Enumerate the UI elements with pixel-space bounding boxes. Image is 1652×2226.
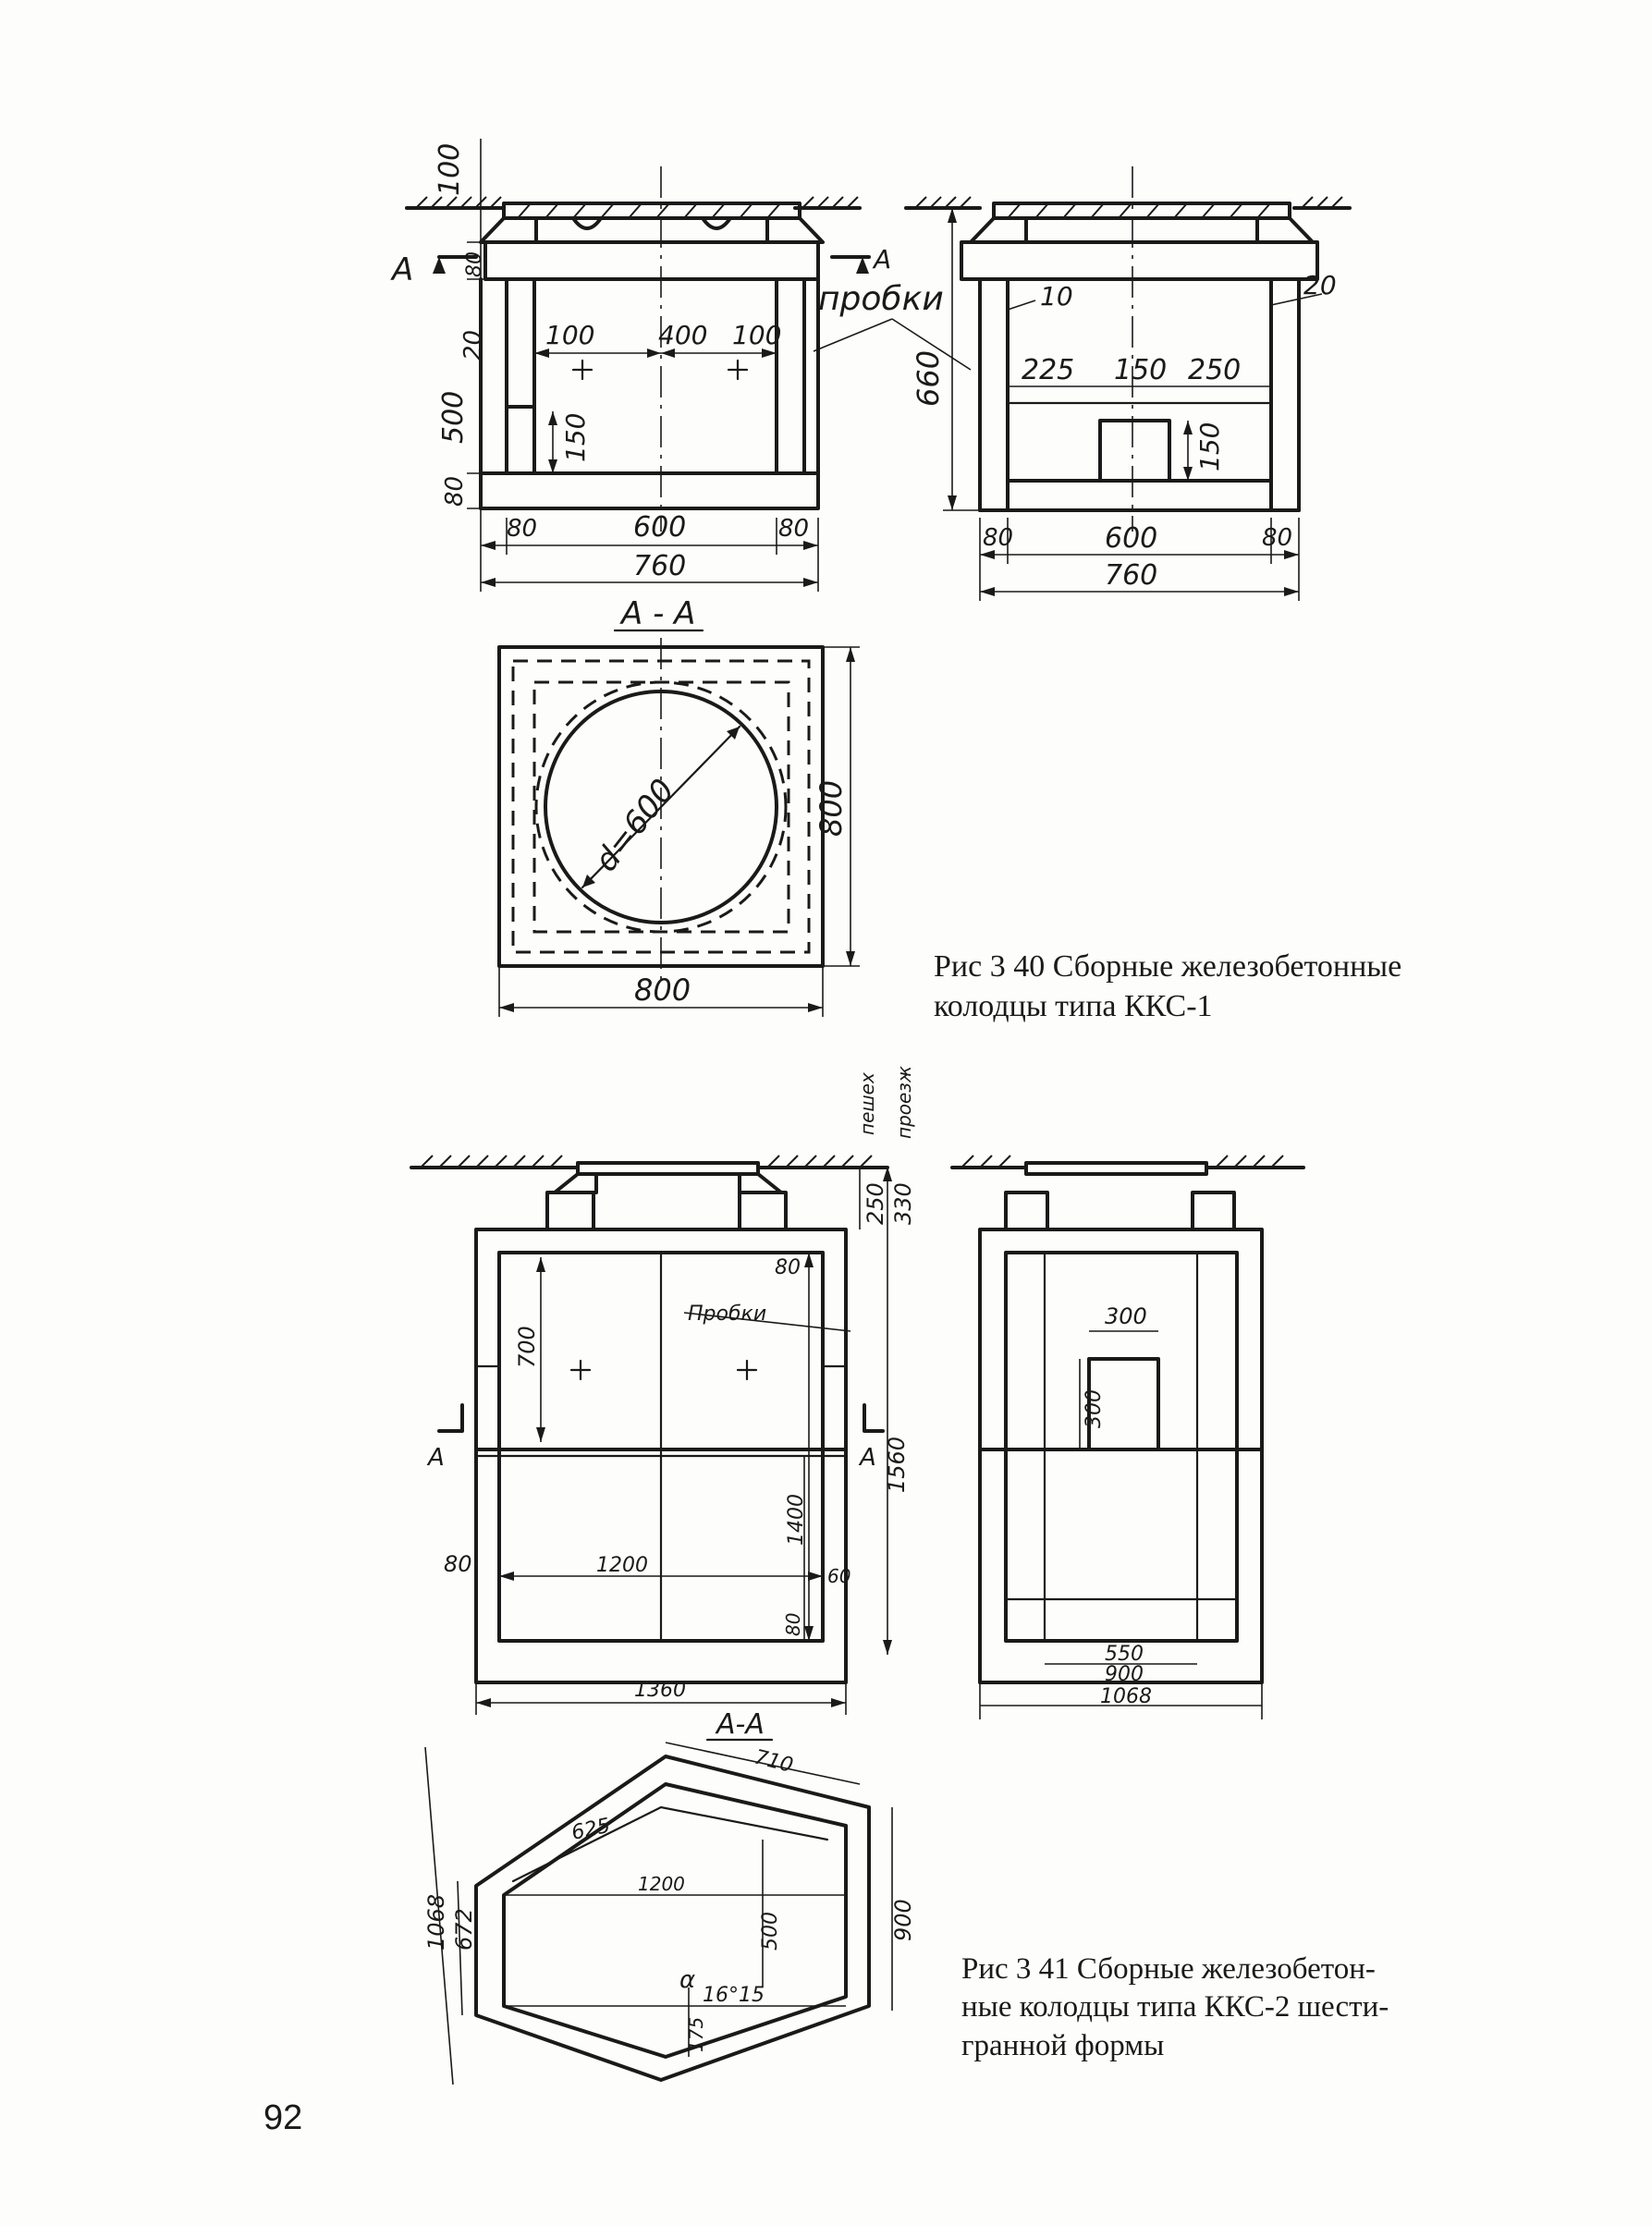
section-marker-a-right: А [858, 1444, 876, 1472]
dim-150-hole: 150 [560, 413, 591, 462]
dim-diameter: d=600 [588, 772, 682, 878]
dim-800-width: 800 [634, 972, 691, 1008]
dim-600-inner: 600 [633, 511, 686, 544]
dim-20-gap: 20 [1303, 270, 1337, 300]
caption-fig-340-line1: Рис 3 40 Сборные железобетонные [934, 949, 1402, 984]
dim-1400: 1400 [785, 1494, 808, 1546]
dim-800-height: 800 [814, 780, 849, 837]
dim-710: 710 [753, 1746, 796, 1778]
fig340-front-elevation: 100 80 А А 20 500 80 100 400 100 150 80 … [390, 139, 972, 592]
fig341-plan-section: А-А 710 625 1200 500 900 1068 672 175 α … [423, 1708, 916, 2085]
section-marker-a-right: А [872, 244, 891, 275]
dim-760-total: 760 [633, 550, 686, 582]
dim-500: 500 [759, 1912, 782, 1951]
fig341-side-elevation: 300 300 550 900 1068 [950, 1155, 1305, 1719]
dim-80-ring: 80 [463, 251, 486, 277]
label-vehicle: проезж [893, 1066, 915, 1139]
dim-500-height: 500 [437, 391, 470, 444]
dim-150: 150 [1114, 354, 1167, 386]
dim-1560: 1560 [884, 1437, 910, 1493]
dim-80-side-left: 80 [983, 524, 1013, 552]
dim-300-width: 300 [1105, 1303, 1147, 1329]
dim-400-span: 400 [658, 320, 707, 350]
dim-1360: 1360 [634, 1679, 686, 1702]
fig340-side-elevation: 660 10 20 225 150 250 150 80 600 80 760 [904, 166, 1352, 601]
dim-300-height: 300 [1083, 1389, 1106, 1428]
dim-1200: 1200 [596, 1554, 648, 1577]
dim-80-side-right: 80 [778, 515, 809, 543]
dim-1068: 1068 [423, 1894, 449, 1951]
dim-672: 672 [451, 1908, 477, 1951]
fig341-front-elevation: пешех проезж 250 330 80 700 Пробки А А 1… [410, 1066, 916, 1715]
dim-250: 250 [863, 1182, 888, 1225]
dim-330: 330 [890, 1182, 916, 1225]
dim-1200: 1200 [638, 1873, 685, 1895]
dim-angle: 16°15 [703, 1984, 765, 2007]
dim-80-side-left: 80 [507, 515, 537, 543]
label-alpha: α [679, 1966, 695, 1994]
caption-fig-340-line2: колодцы типа ККС-1 [934, 988, 1213, 1023]
dim-900: 900 [890, 1899, 916, 1941]
label-pedestrian: пешех [856, 1072, 878, 1135]
dim-225: 225 [1022, 354, 1074, 386]
dim-150-hole: 150 [1194, 422, 1225, 471]
dim-10-gap: 10 [1040, 281, 1073, 312]
dim-175: 175 [685, 2017, 707, 2052]
callout-probki: Пробки [688, 1303, 766, 1326]
dim-60: 60 [827, 1565, 850, 1587]
dim-250: 250 [1188, 354, 1241, 386]
dim-100-top: 100 [434, 143, 466, 196]
caption-fig-341: Рис 3 41 Сборные железобетон- ные колодц… [961, 1951, 1389, 2065]
page-number: 92 [263, 2098, 303, 2137]
section-marker-a-left: А [426, 1444, 445, 1472]
fig340-plan-section: А - А d=600 800 800 [497, 595, 860, 1017]
dim-1068: 1068 [1100, 1685, 1152, 1708]
section-label-a-a: А - А [619, 595, 695, 632]
dim-660-height: 660 [911, 350, 946, 407]
caption-fig-341-line3: гранной формы [961, 2028, 1165, 2062]
caption-fig-341-line1: Рис 3 41 Сборные железобетон- [961, 1952, 1376, 1986]
dim-550: 550 [1105, 1643, 1144, 1666]
section-label-a-a: А-А [715, 1708, 765, 1741]
dim-100-left-offset: 100 [545, 320, 594, 350]
dim-600-inner: 600 [1105, 522, 1157, 555]
caption-fig-340: Рис 3 40 Сборные железобетонные колодцы … [934, 948, 1401, 1026]
dim-900: 900 [1105, 1663, 1144, 1686]
dim-80-left: 80 [444, 1551, 472, 1577]
section-marker-a-left: А [390, 251, 413, 288]
dim-700: 700 [514, 1326, 540, 1368]
dim-760-total: 760 [1105, 559, 1157, 592]
caption-fig-341-line2: ные колодцы типа ККС-2 шести- [961, 1990, 1389, 2024]
callout-probki: пробки [818, 280, 944, 318]
dim-80-top: 80 [775, 1256, 801, 1279]
dim-20-gap: 20 [459, 330, 487, 361]
dim-80-bottom: 80 [782, 1613, 804, 1636]
dim-80-bottom: 80 [441, 476, 469, 507]
dim-100-right-offset: 100 [732, 320, 781, 350]
dim-80-side-right: 80 [1262, 524, 1292, 552]
